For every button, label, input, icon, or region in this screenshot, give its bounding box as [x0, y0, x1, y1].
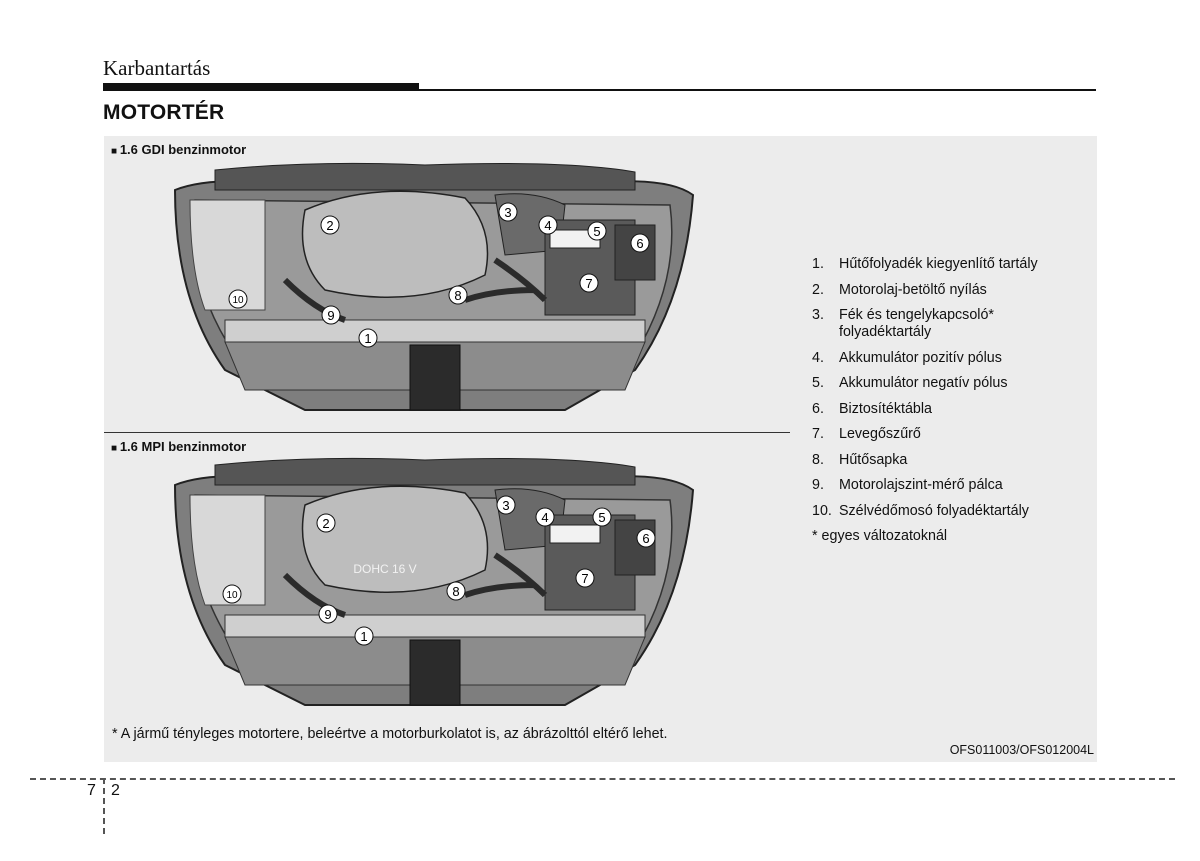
- legend-number: 5.: [812, 375, 824, 391]
- callout-7: 7: [585, 276, 592, 291]
- callout-6: 6: [636, 236, 643, 251]
- legend-number: 6.: [812, 400, 824, 417]
- legend-number: 1.: [812, 256, 824, 272]
- title-rule-thick: [103, 83, 419, 91]
- legend-item: 6. Biztosítéktábla: [812, 401, 1082, 418]
- footer-divider: [30, 778, 1175, 780]
- legend-item: 8. Hűtősapka: [812, 452, 1082, 469]
- section-title: Karbantartás: [103, 56, 211, 80]
- legend-text: Akkumulátor pozitív pólus: [839, 349, 1002, 366]
- figure-code: OFS011003/OFS012004L: [949, 743, 1094, 757]
- legend-text: Motorolaj-betöltő nyílás: [839, 281, 987, 298]
- legend-number: 4.: [812, 349, 824, 366]
- callout-10: 10: [226, 590, 238, 601]
- callouts-mpi: 2 3 4 5 6 7 8 9 1 10: [222, 495, 656, 646]
- legend-number: 7.: [812, 426, 824, 442]
- legend-item: 1. Hűtőfolyadék kiegyenlítő tartály: [812, 256, 1082, 273]
- callout-8: 8: [454, 288, 461, 303]
- legend-item: 5. Akkumulátor negatív pólus: [812, 375, 1082, 392]
- legend-number: 2.: [812, 281, 824, 298]
- legend-item: 7. Levegőszűrő: [812, 426, 1082, 443]
- title-rule-thin: [419, 89, 1096, 91]
- callout-7: 7: [581, 571, 588, 586]
- bullet-icon: ■: [111, 146, 120, 157]
- engine-bay-illustration-mpi: DOHC 16 V 2 3 4 5 6 7 8 9 1 10: [173, 457, 695, 706]
- legend-text: Fék és tengelykapcsoló* folyadéktartály: [839, 307, 994, 340]
- legend-text: Biztosítéktábla: [839, 400, 932, 417]
- callout-10: 10: [232, 295, 244, 306]
- callout-2: 2: [322, 516, 329, 531]
- figure-label-mpi-text: 1.6 MPI benzinmotor: [119, 439, 247, 454]
- legend-note: * egyes változatoknál: [812, 528, 948, 544]
- callout-3: 3: [502, 498, 509, 513]
- legend-item: 2. Motorolaj-betöltő nyílás: [812, 282, 1082, 299]
- legend-text: Motorolajszint-mérő pálca: [839, 477, 1003, 493]
- legend-text: Hűtősapka: [839, 451, 908, 468]
- legend-text: Szélvédőmosó folyadéktartály: [839, 502, 1029, 519]
- callout-3: 3: [504, 205, 511, 220]
- legend-number: 8.: [812, 451, 824, 468]
- callout-5: 5: [593, 224, 600, 239]
- legend-number: 10.: [812, 502, 832, 519]
- callout-1: 1: [364, 331, 371, 346]
- legend-item: 4. Akkumulátor pozitív pólus: [812, 350, 1082, 367]
- callout-8: 8: [452, 584, 459, 599]
- footnote: * A jármű tényleges motortere, beleértve…: [112, 726, 668, 742]
- figure-label-gdi: ■ 1.6 GDI benzinmotor: [111, 142, 246, 157]
- figure-divider: [104, 432, 790, 433]
- legend-number: 9.: [812, 477, 824, 493]
- callouts-gdi: 2 3 4 5 6 7 8 9 1 10: [228, 202, 650, 348]
- callout-4: 4: [544, 218, 551, 233]
- legend-text: Levegőszűrő: [839, 426, 921, 442]
- legend-text: Hűtőfolyadék kiegyenlítő tartály: [839, 256, 1038, 272]
- callout-4: 4: [541, 510, 548, 525]
- page-number: 2: [111, 782, 120, 799]
- callout-9: 9: [324, 607, 331, 622]
- component-legend: 1. Hűtőfolyadék kiegyenlítő tartály 2. Mot…: [812, 256, 1082, 544]
- callout-1: 1: [360, 629, 367, 644]
- bullet-icon: ■: [111, 443, 120, 454]
- legend-item: 10. Szélvédőmosó folyadéktartály: [812, 503, 1082, 520]
- engine-cover-text: DOHC 16 V: [353, 562, 416, 576]
- figure-label-mpi: ■ 1.6 MPI benzinmotor: [111, 439, 246, 454]
- callout-5: 5: [598, 510, 605, 525]
- callout-2: 2: [326, 218, 333, 233]
- callout-9: 9: [327, 308, 334, 323]
- legend-number: 3.: [812, 307, 824, 323]
- legend-item: 9. Motorolajszint-mérő pálca: [812, 477, 1082, 494]
- engine-bay-illustration-gdi: 2 3 4 5 6 7 8 9 1 10: [173, 162, 695, 411]
- legend-item: 3. Fék és tengelykapcsoló* folyadéktartál…: [812, 307, 1082, 341]
- legend-text: Akkumulátor negatív pólus: [839, 375, 1008, 391]
- page-heading: MOTORTÉR: [103, 101, 225, 124]
- figure-label-gdi-text: 1.6 GDI benzinmotor: [119, 142, 247, 157]
- chapter-number: 7: [87, 782, 96, 799]
- footer-vertical-divider: [103, 778, 105, 834]
- callout-6: 6: [642, 531, 649, 546]
